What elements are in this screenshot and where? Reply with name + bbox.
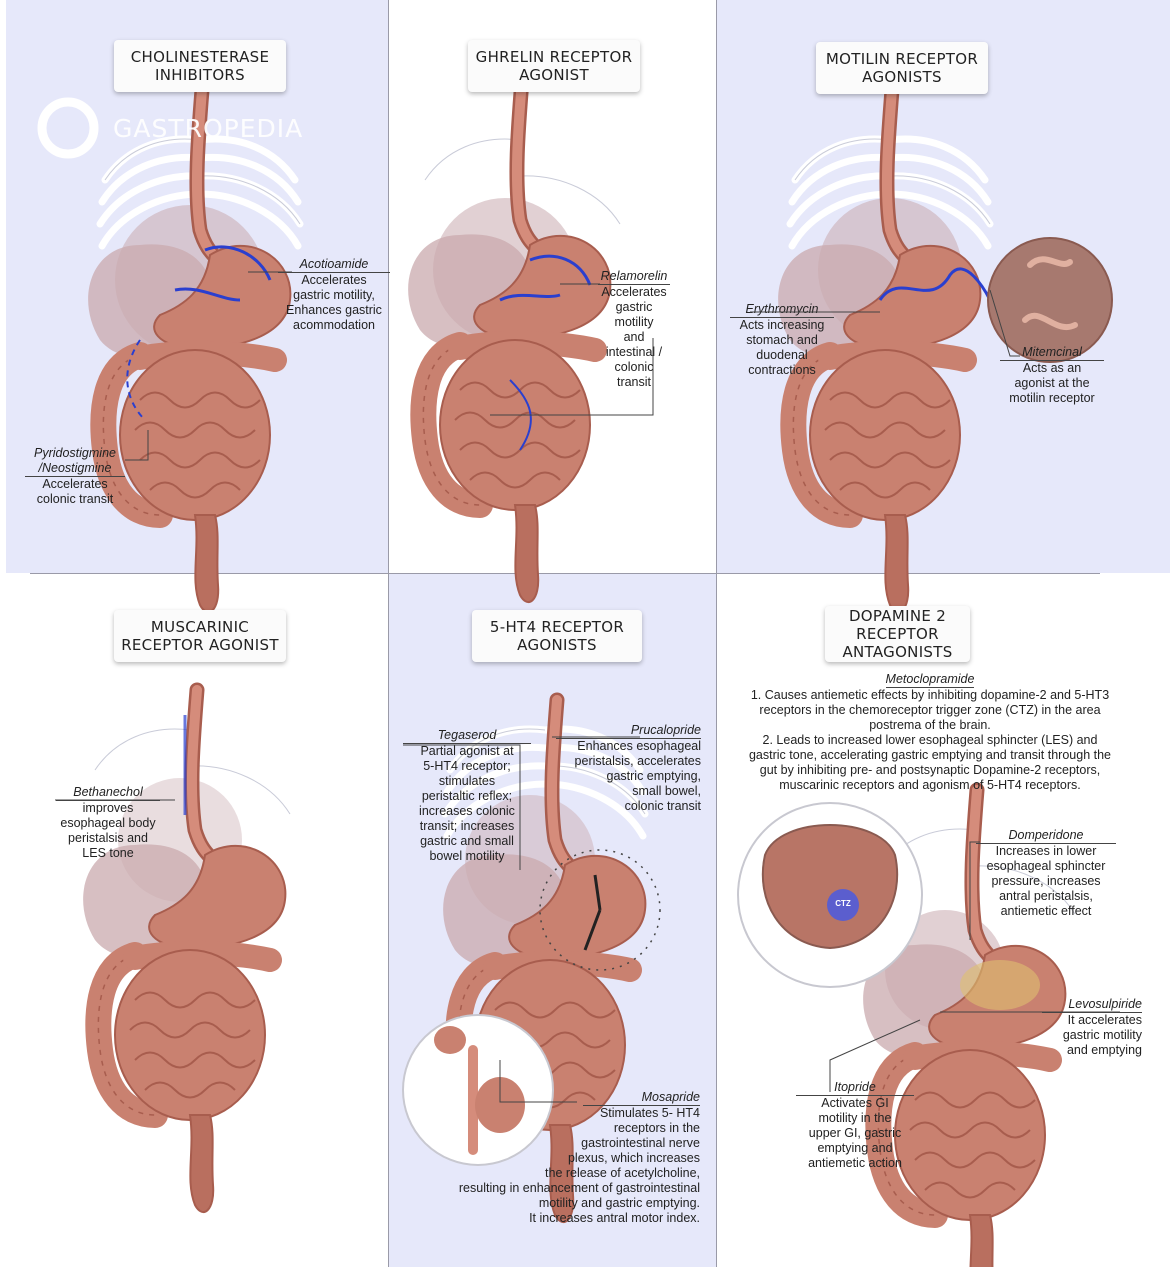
gastropedia-logo: GASTROPEDIA xyxy=(33,93,303,163)
label-metoclopramide: Metoclopramide 1. Causes antiemetic effe… xyxy=(748,672,1111,792)
label-itopride: Itopride Activates GI motility in the up… xyxy=(796,1080,914,1171)
gastropedia-wordmark: GASTROPEDIA xyxy=(113,113,304,143)
label-erythromycin: Erythromycin Acts increasing stomach and… xyxy=(730,302,834,378)
gastropedia-logo-icon xyxy=(37,97,99,159)
label-levosulpiride: Levosulpiride It accelerates gastric mot… xyxy=(1042,997,1142,1058)
label-mitemcinal: Mitemcinal Acts as an agonist at the mot… xyxy=(1000,345,1104,406)
label-acotioamide: Acotioamide Accelerates gastric motility… xyxy=(278,257,390,333)
label-bethanechol: Bethanechol improves esophageal body per… xyxy=(56,785,160,861)
label-pyridostigmine-neostigmine: Pyridostigmine /Neostigmine Accelerates … xyxy=(25,446,125,507)
label-tegaserod: Tegaserod Partial agonist at 5-HT4 recep… xyxy=(403,728,531,864)
ctz-label: CTZ xyxy=(835,899,851,908)
label-domperidone: Domperidone Increases in lower esophagea… xyxy=(976,828,1116,919)
divider-vertical-1 xyxy=(388,0,389,1267)
label-relamorelin: Relamorelin Accelerates gastric motility… xyxy=(598,269,670,390)
label-prucalopride: Prucalopride Enhances esophageal perista… xyxy=(556,723,701,814)
divider-horizontal xyxy=(30,573,1100,574)
label-mosapride: Mosapride Stimulates 5- HT4 receptors in… xyxy=(458,1090,700,1225)
divider-vertical-2 xyxy=(716,0,717,1267)
